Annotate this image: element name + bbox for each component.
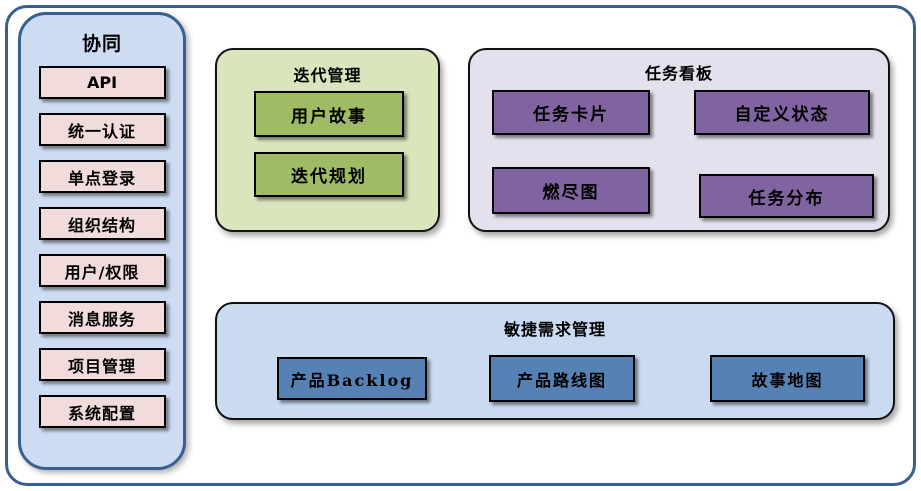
panel-iteration-management-title: 迭代管理 [293,66,362,85]
node-custom-status: 自定义状态 [694,90,870,135]
panel-agile-requirements-title: 敏捷需求管理 [503,320,606,339]
node-product-backlog: 产品Backlog [277,357,427,400]
sidebar-collaboration-panel: 协同 API 统一认证 单点登录 组织结构 用户/权限 消息服务 项目管理 系统… [18,12,186,470]
sidebar-item-unified-auth: 统一认证 [38,113,166,146]
sidebar-title: 协同 [81,33,122,55]
sidebar-item-org-structure: 组织结构 [38,207,166,240]
node-story-map: 故事地图 [710,355,865,402]
node-iteration-planning: 迭代规划 [254,152,404,197]
panel-task-board-title: 任务看板 [644,64,713,83]
sidebar-item-user-permissions: 用户/权限 [38,254,166,287]
sidebar-item-api: API [38,66,166,99]
sidebar-items: API 统一认证 单点登录 组织结构 用户/权限 消息服务 项目管理 系统配置 [38,66,166,428]
sidebar-item-project-management: 项目管理 [38,348,166,381]
node-user-story: 用户故事 [254,91,404,137]
node-burndown-chart: 燃尽图 [492,167,650,214]
sidebar-item-message-service: 消息服务 [38,301,166,334]
sidebar-item-system-config: 系统配置 [38,395,166,428]
panel-iteration-management: 迭代管理 用户故事 迭代规划 [215,48,440,232]
node-product-roadmap: 产品路线图 [489,355,635,402]
panel-agile-requirements: 敏捷需求管理 产品Backlog 产品路线图 故事地图 [215,302,895,420]
panel-task-board: 任务看板 任务卡片 自定义状态 燃尽图 任务分布 [468,48,890,232]
sidebar-item-sso: 单点登录 [38,160,166,193]
node-task-distribution: 任务分布 [699,174,874,218]
node-task-card: 任务卡片 [492,90,650,135]
